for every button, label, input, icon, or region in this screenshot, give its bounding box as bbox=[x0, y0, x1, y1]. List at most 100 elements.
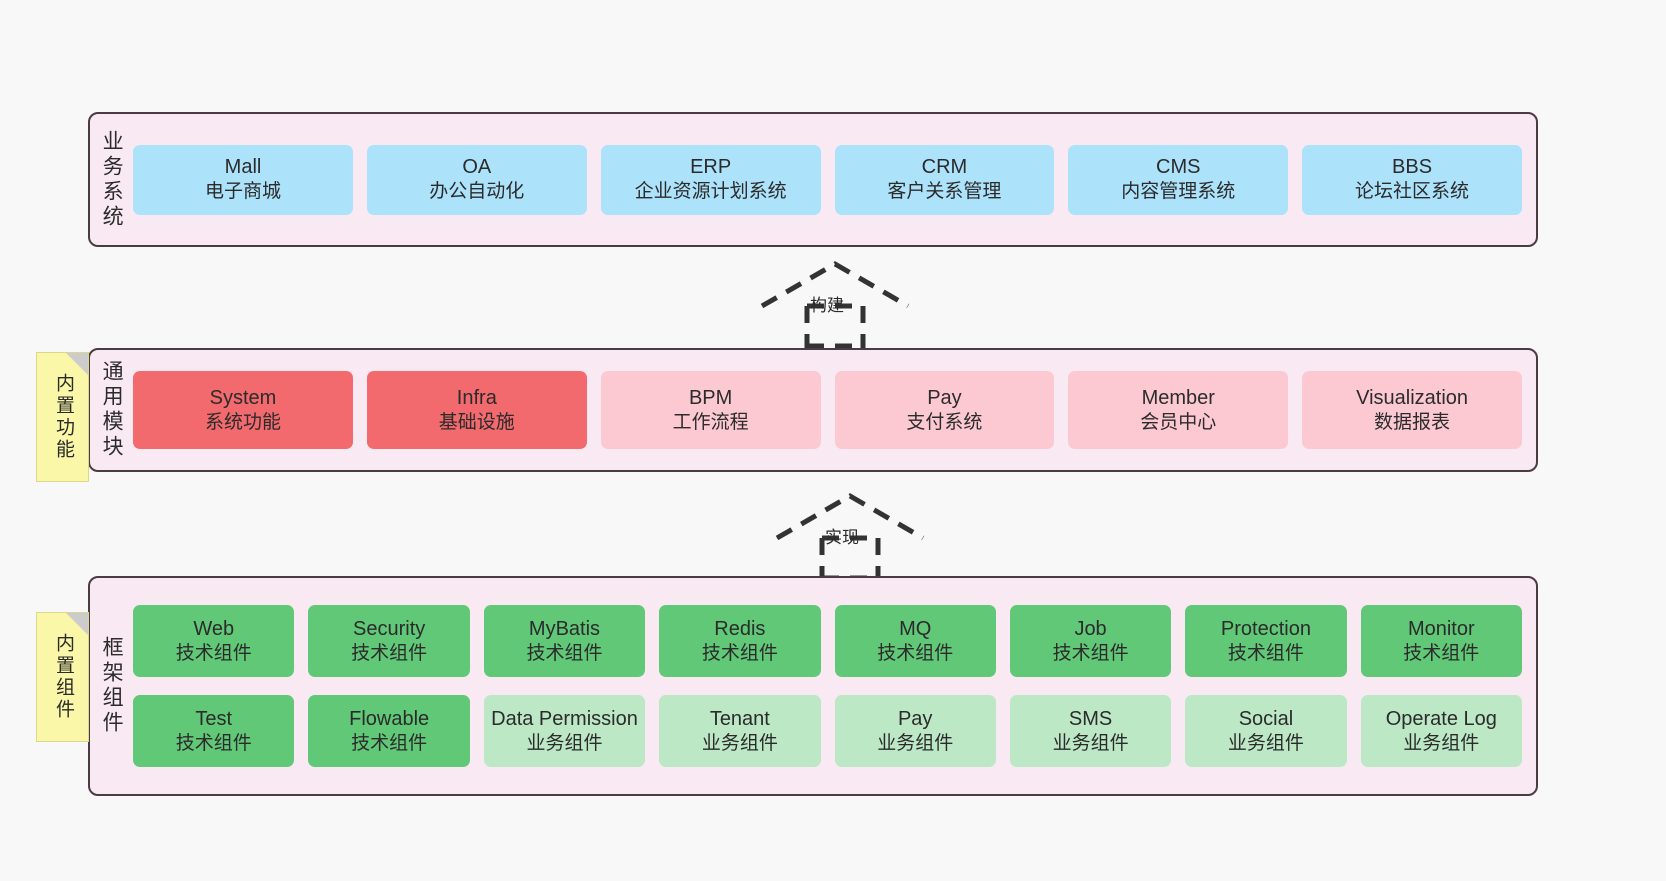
card-title: Security bbox=[353, 617, 426, 640]
card-title: Pay bbox=[897, 707, 933, 730]
card-subtitle: 业务组件 bbox=[1052, 732, 1129, 754]
card-subtitle: 业务组件 bbox=[877, 732, 954, 754]
card-title: Member bbox=[1141, 386, 1215, 409]
card-data-permission[interactable]: Data Permission 业务组件 bbox=[483, 695, 646, 767]
card-subtitle: 数据报表 bbox=[1374, 411, 1451, 433]
card-mq[interactable]: MQ 技术组件 bbox=[834, 605, 996, 677]
card-title: BBS bbox=[1392, 156, 1433, 179]
card-member[interactable]: Member 会员中心 bbox=[1068, 371, 1289, 449]
card-title: Flowable bbox=[349, 707, 430, 730]
layer-title-framework: 框架组件 bbox=[100, 636, 124, 736]
connector-implement: 实现 bbox=[765, 490, 935, 581]
card-subtitle: 技术组件 bbox=[175, 732, 252, 754]
card-mall[interactable]: Mall 电子商城 bbox=[133, 144, 353, 215]
card-title: Infra bbox=[456, 386, 497, 409]
card-subtitle: 技术组件 bbox=[351, 732, 428, 754]
card-title: CMS bbox=[1156, 156, 1201, 179]
card-subtitle: 技术组件 bbox=[1227, 642, 1304, 664]
note-builtin-components: 内置组件 bbox=[36, 612, 89, 742]
connector-build: 构建 bbox=[750, 258, 920, 349]
card-sms[interactable]: SMS 业务组件 bbox=[1009, 695, 1172, 767]
card-title: Mall bbox=[224, 156, 262, 179]
card-row: Mall 电子商城 OA 办公自动化 ERP 企业资源计划系统 CRM 客户关系… bbox=[133, 144, 1522, 215]
card-subtitle: 技术组件 bbox=[351, 642, 428, 664]
card-title: ERP bbox=[690, 156, 732, 179]
card-cms[interactable]: CMS 内容管理系统 bbox=[1068, 144, 1289, 215]
card-operate-log[interactable]: Operate Log 业务组件 bbox=[1360, 695, 1522, 767]
card-redis[interactable]: Redis 技术组件 bbox=[659, 605, 821, 677]
page-fold-icon bbox=[66, 353, 88, 375]
note-text: 内置组件 bbox=[52, 633, 74, 721]
card-mybatis[interactable]: MyBatis 技术组件 bbox=[483, 605, 646, 677]
connector-label-build: 构建 bbox=[810, 296, 844, 315]
note-text: 内置功能 bbox=[52, 373, 74, 461]
card-protection[interactable]: Protection 技术组件 bbox=[1185, 605, 1347, 677]
card-subtitle: 技术组件 bbox=[1403, 642, 1480, 664]
card-system[interactable]: System 系统功能 bbox=[133, 371, 353, 449]
card-title: Operate Log bbox=[1385, 707, 1497, 730]
page-fold-icon bbox=[66, 613, 88, 635]
card-subtitle: 技术组件 bbox=[175, 642, 252, 664]
layer-body-common: System 系统功能 Infra 基础设施 BPM 工作流程 Pay 支付系统… bbox=[129, 350, 1536, 470]
card-pay[interactable]: Pay 支付系统 bbox=[834, 371, 1055, 449]
card-flowable[interactable]: Flowable 技术组件 bbox=[308, 695, 470, 767]
card-title: MyBatis bbox=[528, 617, 601, 640]
card-title: BPM bbox=[688, 386, 733, 409]
card-security[interactable]: Security 技术组件 bbox=[308, 605, 470, 677]
card-bbs[interactable]: BBS 论坛社区系统 bbox=[1302, 144, 1522, 215]
build-arrow-icon bbox=[760, 261, 910, 349]
card-subtitle: 论坛社区系统 bbox=[1355, 181, 1470, 203]
card-job[interactable]: Job 技术组件 bbox=[1009, 605, 1172, 677]
card-title: Monitor bbox=[1407, 617, 1475, 640]
card-title: Social bbox=[1238, 707, 1294, 730]
card-title: MQ bbox=[899, 617, 932, 640]
note-builtin-functions: 内置功能 bbox=[36, 352, 89, 482]
card-web[interactable]: Web 技术组件 bbox=[133, 605, 295, 677]
card-oa[interactable]: OA 办公自动化 bbox=[366, 144, 587, 215]
card-subtitle: 客户关系管理 bbox=[887, 181, 1002, 203]
layer-business-systems: 业务系统 Mall 电子商城 OA 办公自动化 ERP 企业资源计划系统 CRM… bbox=[88, 112, 1538, 247]
card-visualization[interactable]: Visualization 数据报表 bbox=[1302, 371, 1522, 449]
card-subtitle: 系统功能 bbox=[204, 411, 281, 433]
card-subtitle: 工作流程 bbox=[672, 411, 749, 433]
card-title: SMS bbox=[1068, 707, 1113, 730]
card-subtitle: 会员中心 bbox=[1140, 411, 1217, 433]
card-subtitle: 技术组件 bbox=[701, 642, 778, 664]
card-title: Test bbox=[195, 707, 233, 730]
card-pay-component[interactable]: Pay 业务组件 bbox=[834, 695, 996, 767]
card-title: Visualization bbox=[1356, 386, 1469, 409]
card-infra[interactable]: Infra 基础设施 bbox=[366, 371, 587, 449]
card-title: Web bbox=[193, 617, 235, 640]
layer-body-framework: Web 技术组件 Security 技术组件 MyBatis 技术组件 Redi… bbox=[129, 578, 1536, 794]
card-subtitle: 业务组件 bbox=[1403, 732, 1480, 754]
card-crm[interactable]: CRM 客户关系管理 bbox=[834, 144, 1055, 215]
card-subtitle: 业务组件 bbox=[526, 732, 603, 754]
card-test[interactable]: Test 技术组件 bbox=[133, 695, 295, 767]
card-bpm[interactable]: BPM 工作流程 bbox=[600, 371, 821, 449]
card-title: Pay bbox=[927, 386, 962, 409]
card-title: System bbox=[209, 386, 277, 409]
card-row: System 系统功能 Infra 基础设施 BPM 工作流程 Pay 支付系统… bbox=[133, 371, 1522, 449]
card-subtitle: 电子商城 bbox=[204, 181, 281, 203]
card-subtitle: 基础设施 bbox=[438, 411, 515, 433]
layer-common-modules: 通用模块 System 系统功能 Infra 基础设施 BPM 工作流程 Pay… bbox=[88, 348, 1538, 472]
card-monitor[interactable]: Monitor 技术组件 bbox=[1360, 605, 1522, 677]
card-subtitle: 业务组件 bbox=[1227, 732, 1304, 754]
card-erp[interactable]: ERP 企业资源计划系统 bbox=[600, 144, 821, 215]
card-subtitle: 业务组件 bbox=[701, 732, 778, 754]
card-row: Web 技术组件 Security 技术组件 MyBatis 技术组件 Redi… bbox=[133, 605, 1522, 677]
card-tenant[interactable]: Tenant 业务组件 bbox=[659, 695, 821, 767]
layer-framework-components: 框架组件 Web 技术组件 Security 技术组件 MyBatis 技术组件… bbox=[88, 576, 1538, 796]
card-title: Tenant bbox=[709, 707, 770, 730]
card-social[interactable]: Social 业务组件 bbox=[1185, 695, 1347, 767]
card-title: Data Permission bbox=[491, 707, 638, 730]
card-title: Redis bbox=[714, 617, 766, 640]
layer-title-business: 业务系统 bbox=[100, 129, 124, 230]
connector-label-implement: 实现 bbox=[825, 528, 859, 547]
card-subtitle: 办公自动化 bbox=[429, 181, 525, 203]
card-subtitle: 内容管理系统 bbox=[1121, 181, 1236, 203]
card-title: OA bbox=[462, 156, 492, 179]
card-subtitle: 企业资源计划系统 bbox=[634, 181, 787, 203]
card-title: Protection bbox=[1220, 617, 1311, 640]
